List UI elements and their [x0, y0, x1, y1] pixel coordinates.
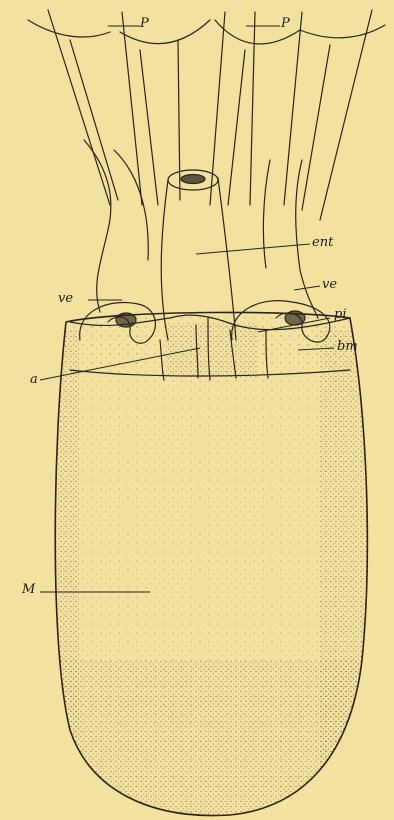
- gastric-shading: [86, 318, 342, 378]
- label-m: M: [22, 583, 35, 596]
- label-ve-left: ve: [58, 292, 73, 305]
- label-ve-right: ve: [322, 278, 337, 291]
- label-p-left: P: [140, 17, 149, 30]
- label-bm: bm: [337, 340, 358, 353]
- label-p-right: P: [281, 17, 290, 30]
- label-a: a: [30, 373, 38, 386]
- label-ent: ent: [312, 236, 333, 249]
- label-pi: pi: [334, 308, 346, 321]
